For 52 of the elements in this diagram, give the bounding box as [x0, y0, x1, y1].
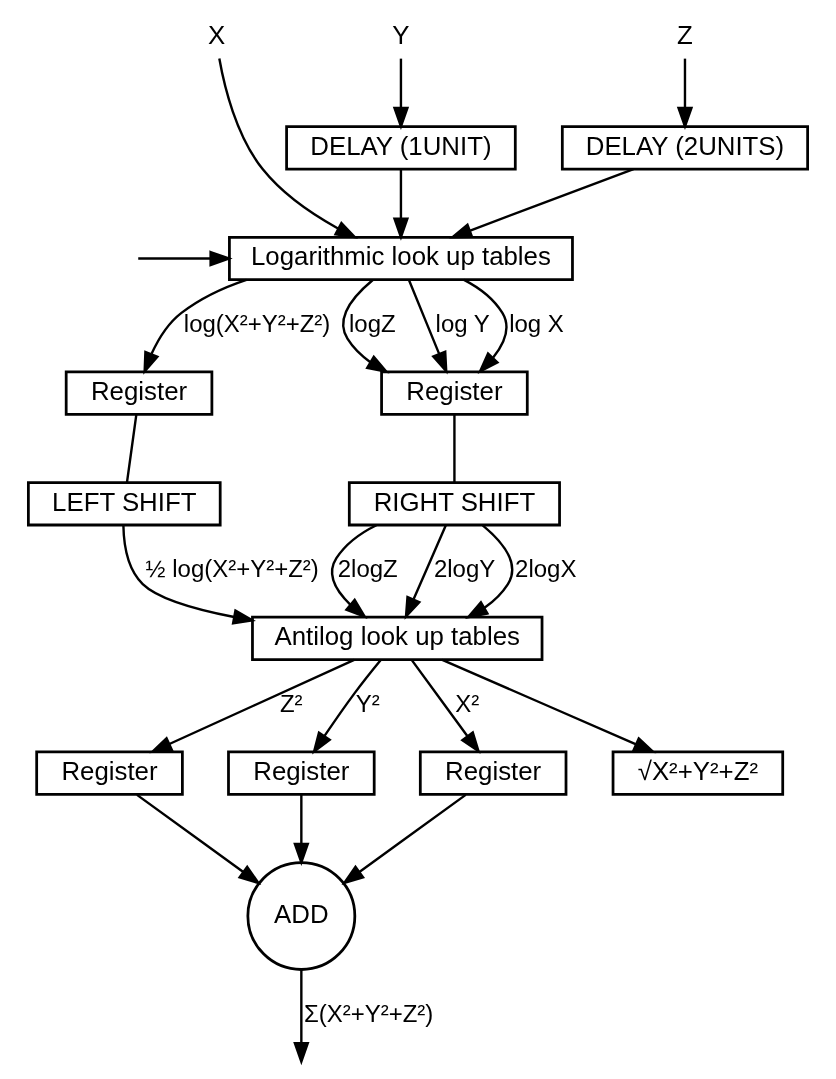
edge-label: log X — [509, 310, 564, 338]
node-text: Z — [677, 20, 693, 49]
node-box: √X²+Y²+Z² — [611, 750, 785, 796]
arrow — [465, 524, 514, 619]
node-box: Logarithmic look up tables — [228, 235, 574, 282]
arrow — [136, 793, 262, 886]
arrow — [218, 58, 359, 239]
node-box: DELAY (1UNIT) — [285, 125, 517, 171]
arrow — [410, 659, 481, 755]
arrow — [392, 169, 410, 241]
arrow — [331, 524, 377, 619]
node-box: Register — [380, 370, 529, 416]
arrow — [463, 278, 508, 374]
node-box: RIGHT SHIFT — [347, 481, 561, 527]
connector — [125, 414, 138, 483]
connector — [453, 414, 456, 483]
node-box: DELAY (2UNITS) — [560, 125, 809, 171]
edge-label: Y² — [355, 690, 380, 718]
arrow — [122, 525, 256, 625]
edge-label: 2logY — [433, 555, 496, 583]
node-box: Register — [418, 750, 568, 796]
node-box: Register — [227, 750, 376, 796]
arrow — [293, 794, 310, 867]
edge-label: 2logZ — [337, 555, 398, 583]
edge-label: Z² — [279, 690, 303, 718]
arrow — [138, 250, 233, 267]
node-box: Register — [35, 750, 184, 796]
arrow — [676, 58, 694, 131]
arrow — [404, 525, 447, 620]
arrow — [392, 58, 410, 131]
arrow — [449, 167, 634, 239]
edge-label: X² — [455, 690, 480, 718]
node-box: LEFT SHIFT — [27, 481, 222, 527]
arrow — [441, 658, 657, 754]
edge-label: 2logX — [515, 555, 577, 583]
node-box: Antilog look up tables — [251, 615, 544, 662]
edge-label: log Y — [435, 310, 490, 338]
arrow — [341, 793, 467, 886]
node-box: Register — [64, 370, 214, 416]
edge-label: ½ log(X²+Y²+Z²) — [145, 555, 319, 583]
node-circle: ADD — [246, 861, 357, 971]
arrow — [312, 659, 382, 755]
edge-label: Σ(X²+Y²+Z²) — [303, 999, 434, 1027]
edge-label: log(X²+Y²+Z²) — [183, 310, 331, 338]
arrow — [149, 658, 355, 754]
node-text: Y — [392, 20, 410, 49]
edge-label: logZ — [349, 310, 396, 338]
arrow — [143, 278, 247, 375]
node-text: X — [207, 20, 226, 49]
arrow — [407, 279, 448, 375]
arrow — [293, 969, 310, 1066]
arrow — [342, 279, 390, 374]
